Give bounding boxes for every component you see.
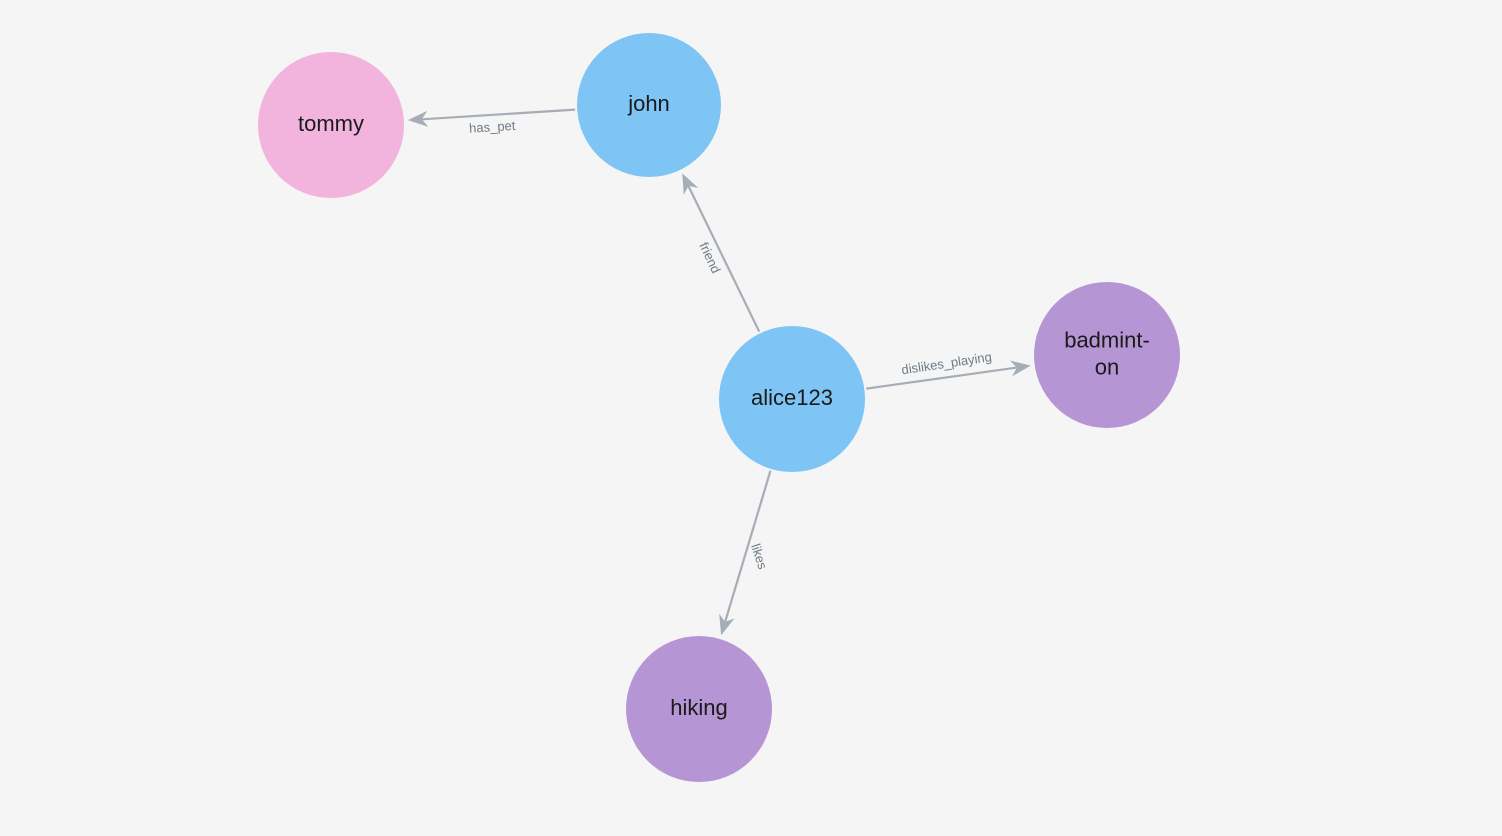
node-hiking[interactable]: hiking <box>626 636 772 782</box>
node-circle-tommy[interactable] <box>258 52 404 198</box>
node-tommy[interactable]: tommy <box>258 52 404 198</box>
edge-line-alice123-dislikes_playing-badminton <box>866 366 1018 390</box>
node-badminton[interactable]: badmint-on <box>1034 282 1180 428</box>
node-circle-alice123[interactable] <box>719 326 865 472</box>
nodes-layer[interactable]: tommy john alice123 badmint-on hiking <box>258 33 1180 782</box>
edge-label-alice123-friend-john: friend <box>696 240 723 276</box>
edge-arrowhead-alice123-dislikes_playing-badminton <box>1009 360 1031 377</box>
node-circle-john[interactable] <box>577 33 721 177</box>
edge-arrowhead-alice123-friend-john <box>682 173 699 195</box>
edge-label-alice123-likes-hiking: likes <box>748 542 770 572</box>
edge-line-john-has_pet-tommy <box>421 108 576 121</box>
edge-arrowhead-alice123-likes-hiking <box>719 613 735 636</box>
edge-line-alice123-friend-john <box>687 185 761 333</box>
node-alice123[interactable]: alice123 <box>719 326 865 472</box>
node-john[interactable]: john <box>577 33 721 177</box>
node-circle-badminton[interactable] <box>1034 282 1180 428</box>
edges-layer <box>407 108 1031 636</box>
node-circle-hiking[interactable] <box>626 636 772 782</box>
edge-line-alice123-likes-hiking <box>724 470 772 623</box>
edge-arrowhead-john-has_pet-tommy <box>407 110 429 127</box>
edge-label-john-has_pet-tommy: has_pet <box>469 118 516 136</box>
